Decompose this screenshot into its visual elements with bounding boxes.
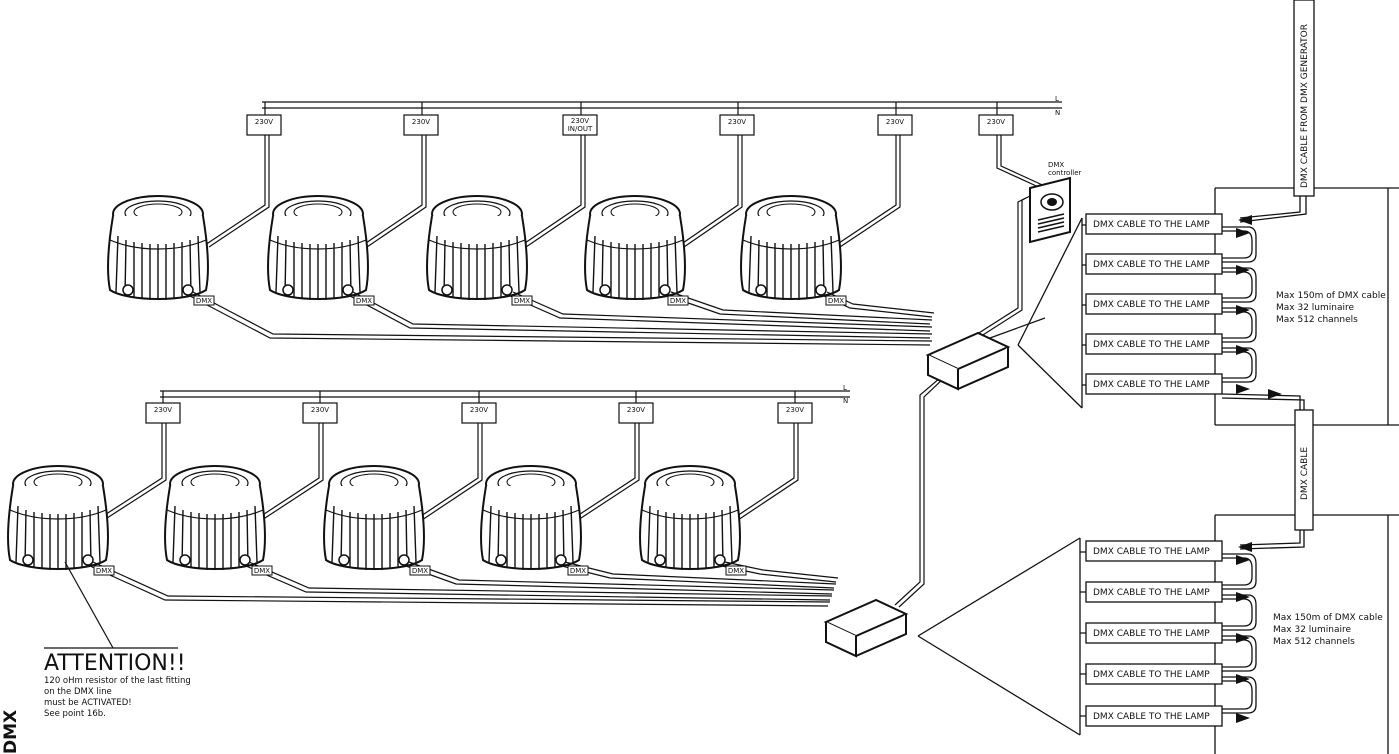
dmx-lamp-cable-label: DMX CABLE TO THE LAMP — [1093, 300, 1210, 310]
top-power-boxes: 230V 230V 230V IN/OUT 230V 230V 230V — [246, 114, 1014, 136]
dmx-tag: DMX — [96, 567, 112, 575]
dmx-lamp-cable-label: DMX CABLE TO THE LAMP — [1093, 670, 1210, 680]
limit-luminaires: Max 32 luminaire — [1276, 303, 1354, 313]
attention-line-2: on the DMX line — [44, 687, 112, 697]
lamp — [740, 195, 842, 301]
dmx-lamp-cable-label: DMX CABLE TO THE LAMP — [1093, 629, 1210, 639]
lamp — [7, 465, 109, 571]
lamp — [480, 465, 582, 571]
edge-dmx-label: DMX — [1, 710, 21, 754]
limit-cable-length: Max 150m of DMX cable — [1273, 613, 1383, 623]
junction-box-bottom — [825, 599, 907, 657]
dmx-lamp-cable-label: DMX CABLE TO THE LAMP — [1093, 260, 1210, 270]
top-power-line — [262, 101, 1062, 109]
power-box-label: 230V — [311, 406, 329, 414]
lamp — [267, 195, 369, 301]
limit-cable-length: Max 150m of DMX cable — [1276, 291, 1386, 301]
lamp — [639, 465, 741, 571]
dmx-lamp-cable-label: DMX CABLE TO THE LAMP — [1093, 380, 1210, 390]
dmx-generator-cable-label: DMX CABLE FROM DMX GENERATOR — [1300, 24, 1310, 188]
power-box-label: 230V — [470, 406, 488, 414]
dmx-tag: DMX — [196, 297, 212, 305]
power-box-inout-label-1: 230V — [571, 117, 589, 125]
lamp — [426, 195, 528, 301]
limit-channels: Max 512 channels — [1273, 637, 1355, 647]
dmx-tag: DMX — [728, 567, 744, 575]
dmx-controller: DMX controller — [1029, 161, 1082, 244]
dmx-tag: DMX — [356, 297, 372, 305]
dmx-tag: DMX — [570, 567, 586, 575]
power-box-label: 230V — [627, 406, 645, 414]
top-panel-rows: DMX CABLE TO THE LAMP DMX CABLE TO THE L… — [1082, 213, 1386, 399]
lamp — [107, 195, 209, 301]
dmx-controller-label-2: controller — [1048, 169, 1082, 177]
dmx-tag: DMX — [514, 297, 530, 305]
dmx-lamp-cable-label: DMX CABLE TO THE LAMP — [1093, 547, 1210, 557]
dmx-cable-label: DMX CABLE — [1300, 447, 1310, 500]
bottom-power-line — [160, 390, 850, 398]
attention-line-1: 120 oHm resistor of the last fitting — [44, 676, 191, 686]
power-box-label: 230V — [412, 118, 430, 126]
power-box-label: 230V — [987, 118, 1005, 126]
power-box-label: 230V — [154, 406, 172, 414]
lamp — [584, 195, 686, 301]
dmx-controller-label-1: DMX — [1048, 161, 1064, 169]
dmx-tag: DMX — [254, 567, 270, 575]
power-line-N: N — [843, 397, 848, 405]
power-box-label: 230V — [728, 118, 746, 126]
power-line-N: N — [1055, 109, 1060, 117]
bottom-panel-rows: DMX CABLE TO THE LAMP DMX CABLE TO THE L… — [1080, 540, 1383, 727]
junction-box-top — [927, 332, 1009, 390]
attention-title: ATTENTION!! — [44, 651, 186, 676]
dmx-lamp-cable-label: DMX CABLE TO THE LAMP — [1093, 340, 1210, 350]
dmx-lamp-cable-label: DMX CABLE TO THE LAMP — [1093, 220, 1210, 230]
power-line-L: L — [1055, 95, 1059, 103]
dmx-tag: DMX — [670, 297, 686, 305]
limit-channels: Max 512 channels — [1276, 315, 1358, 325]
bottom-power-boxes: 230V 230V 230V 230V 230V — [145, 402, 813, 424]
power-box-label: 230V — [255, 118, 273, 126]
lamp — [323, 465, 425, 571]
attention-note: ATTENTION!! 120 oHm resistor of the last… — [44, 561, 191, 719]
power-box-inout-label-2: IN/OUT — [568, 125, 593, 133]
dmx-tag: DMX — [828, 297, 844, 305]
limit-luminaires: Max 32 luminaire — [1273, 625, 1351, 635]
bottom-group: L N 230V 230V 230V 230V 230V — [7, 384, 907, 657]
dmx-lamp-cable-label: DMX CABLE TO THE LAMP — [1093, 712, 1210, 722]
power-box-label: 230V — [786, 406, 804, 414]
bottom-dmx-tags: DMX DMX DMX DMX DMX — [93, 565, 747, 576]
lamp — [164, 465, 266, 571]
attention-line-3: must be ACTIVATED! — [44, 698, 132, 708]
top-group: L N 230V 230V 230V IN/OUT 230V — [107, 95, 1082, 608]
power-box-label: 230V — [886, 118, 904, 126]
dmx-tag: DMX — [412, 567, 428, 575]
attention-line-4: See point 16b. — [44, 709, 106, 719]
power-line-L: L — [843, 384, 847, 392]
dmx-lamp-cable-label: DMX CABLE TO THE LAMP — [1093, 588, 1210, 598]
top-dmx-tags: DMX DMX DMX DMX DMX — [193, 295, 847, 306]
right-panels — [917, 0, 1399, 754]
